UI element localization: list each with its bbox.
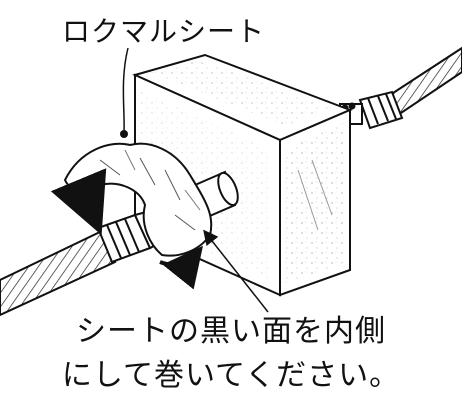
caption-line-2: にして巻いてください。 [61, 358, 401, 393]
right-hose [388, 46, 462, 117]
caption-leader [203, 229, 269, 313]
label-leader [120, 47, 129, 138]
left-hose [0, 230, 117, 317]
wrap-arrows [50, 168, 204, 290]
sheet-name-label: ロクマルシート [62, 15, 266, 48]
caption-line-1: シートの黒い面を内側 [76, 314, 386, 349]
